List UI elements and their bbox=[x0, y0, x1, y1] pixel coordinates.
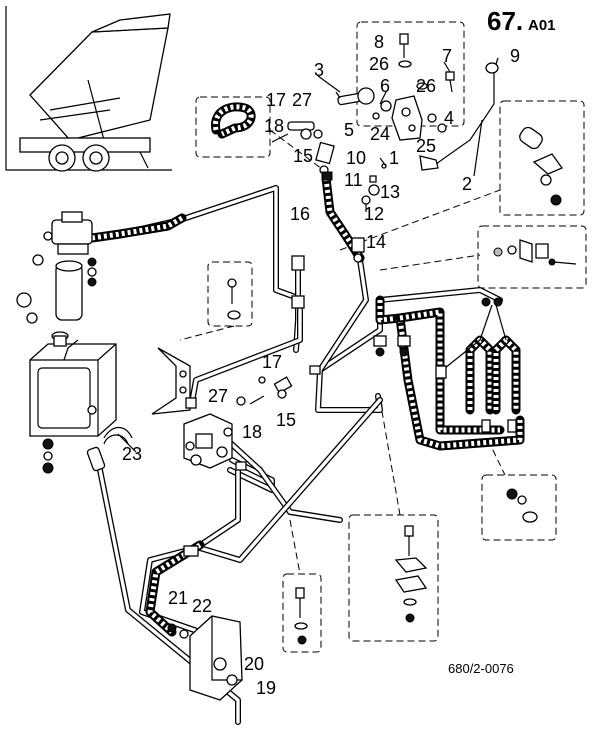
callouts: 8 7 9 26 26 3 6 17 27 18 5 24 4 25 15 10… bbox=[122, 32, 520, 698]
callout-15-mid: 15 bbox=[276, 410, 296, 430]
callout-8: 8 bbox=[374, 32, 384, 52]
callout-leaders bbox=[117, 57, 499, 453]
callout-24: 24 bbox=[370, 124, 390, 144]
detail-box-bracket-lower bbox=[348, 514, 439, 642]
oil-tank bbox=[16, 292, 117, 437]
detail-box-hose-top bbox=[195, 96, 271, 158]
callout-17-top: 17 bbox=[266, 90, 286, 110]
callout-15-top: 15 bbox=[293, 146, 313, 166]
callout-12: 12 bbox=[364, 204, 384, 224]
filler-tube bbox=[86, 446, 106, 472]
tube-upper-left-run bbox=[99, 185, 301, 301]
callout-9: 9 bbox=[510, 46, 520, 66]
callout-5: 5 bbox=[344, 120, 354, 140]
callout-19: 19 bbox=[256, 678, 276, 698]
callout-22: 22 bbox=[192, 596, 212, 616]
small-parts-filter bbox=[32, 254, 97, 287]
callout-11: 11 bbox=[344, 170, 363, 190]
detail-box-bolt-left bbox=[207, 261, 253, 327]
detail-box-clip-right bbox=[499, 100, 585, 216]
callout-1: 1 bbox=[389, 148, 399, 168]
detail-box-bolt-lower bbox=[282, 573, 322, 653]
callout-3: 3 bbox=[314, 60, 324, 80]
callout-25: 25 bbox=[416, 136, 436, 156]
callout-26-right: 26 bbox=[416, 76, 436, 96]
drawing-reference: 680/2-0076 bbox=[448, 661, 514, 676]
callout-21: 21 bbox=[168, 588, 188, 608]
callout-4: 4 bbox=[444, 108, 454, 128]
callout-27-top: 27 bbox=[292, 90, 312, 110]
callout-23: 23 bbox=[122, 444, 142, 464]
tube-return-diagonal bbox=[197, 397, 383, 563]
filter-head bbox=[43, 211, 93, 255]
hose-cylinder-pairs bbox=[439, 304, 521, 415]
page-number: 67. bbox=[487, 6, 523, 36]
page-suffix: A01 bbox=[528, 17, 556, 34]
callout-10: 10 bbox=[346, 148, 366, 168]
callout-26-top: 26 bbox=[369, 54, 389, 74]
detail-box-bracket-row bbox=[477, 225, 587, 289]
callout-18-mid: 18 bbox=[242, 422, 262, 442]
callout-7: 7 bbox=[442, 46, 452, 66]
callout-18-top: 18 bbox=[264, 116, 284, 136]
filter-cartridge bbox=[55, 260, 83, 321]
callout-13: 13 bbox=[380, 182, 400, 202]
tube-mid-to-valve bbox=[189, 307, 303, 405]
tube-tank-drain bbox=[97, 467, 241, 725]
callout-27-mid: 27 bbox=[208, 386, 228, 406]
callout-14: 14 bbox=[366, 232, 386, 252]
valve-bracket-top bbox=[372, 33, 455, 141]
hose-fittings-main bbox=[183, 171, 517, 557]
callout-2: 2 bbox=[462, 174, 472, 194]
dump-truck-inset bbox=[5, 6, 172, 172]
callout-16: 16 bbox=[290, 204, 310, 224]
hose-lower bbox=[145, 540, 205, 637]
callout-6: 6 bbox=[380, 76, 390, 96]
callout-20: 20 bbox=[244, 654, 264, 674]
hose-clamp-23 bbox=[103, 426, 133, 445]
tube-center-down bbox=[315, 257, 383, 413]
hose-upper-filter bbox=[87, 213, 187, 243]
lever-arm-3 bbox=[335, 87, 375, 106]
detail-box-fitting-right bbox=[481, 474, 557, 541]
cylinder-bracket-lower bbox=[167, 615, 243, 701]
rod-2-9 bbox=[419, 62, 499, 171]
control-valve bbox=[183, 413, 233, 469]
mounting-bracket-left bbox=[151, 347, 191, 415]
valve-lever-parts bbox=[236, 376, 293, 406]
tank-feet bbox=[42, 438, 54, 474]
callout-17-mid: 17 bbox=[262, 352, 282, 372]
